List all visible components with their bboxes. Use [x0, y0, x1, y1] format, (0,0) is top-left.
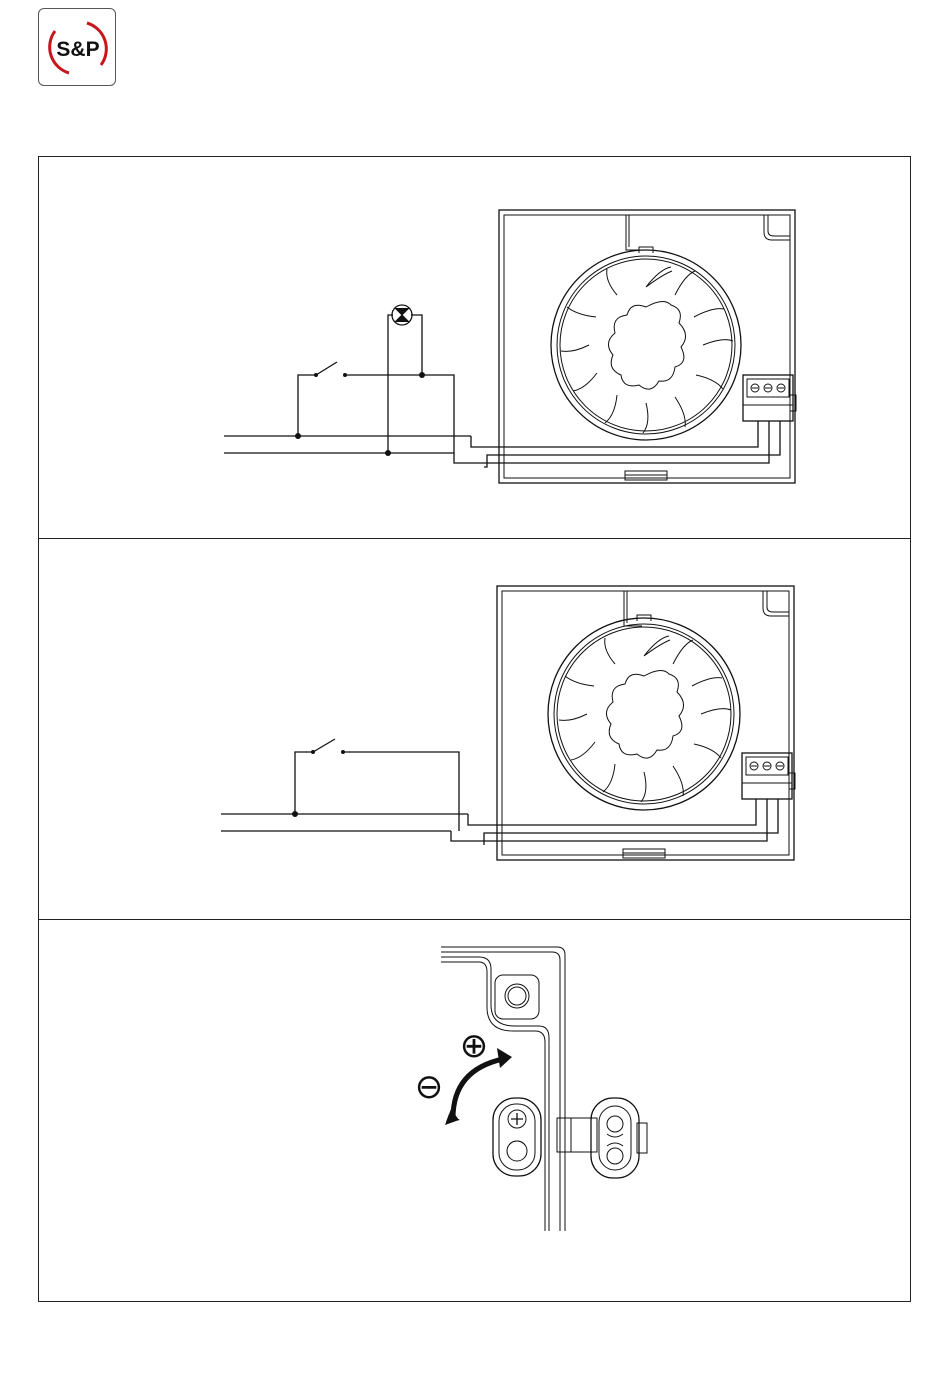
lamp-icon: [392, 305, 412, 325]
logo-text: S&P: [56, 38, 99, 61]
sp-logo-icon: S&P: [39, 9, 117, 87]
brand-logo: S&P: [38, 8, 116, 86]
cable-clamp: [557, 1098, 647, 1178]
terminal-block: [742, 753, 795, 799]
diagram-panel-wiring-with-light: [38, 156, 911, 539]
wiring: [221, 739, 778, 845]
diagram-panel-wiring-with-switch: [38, 538, 911, 920]
potentiometer-screw[interactable]: [493, 1098, 541, 1176]
wiring: [224, 315, 780, 467]
wiring-diagram-1: [39, 157, 910, 538]
fan-unit: [499, 210, 796, 483]
adjustment-diagram: ⊕ ⊖: [39, 920, 910, 1301]
increase-symbol: ⊕: [460, 1026, 489, 1066]
fan-unit: [497, 586, 795, 860]
wiring-diagram-2: [39, 539, 910, 919]
terminal-block: [743, 375, 796, 421]
fan-blades: [561, 267, 733, 433]
diagram-panel-timer-adjustment: ⊕ ⊖: [38, 919, 911, 1302]
decrease-symbol: ⊖: [415, 1067, 444, 1107]
